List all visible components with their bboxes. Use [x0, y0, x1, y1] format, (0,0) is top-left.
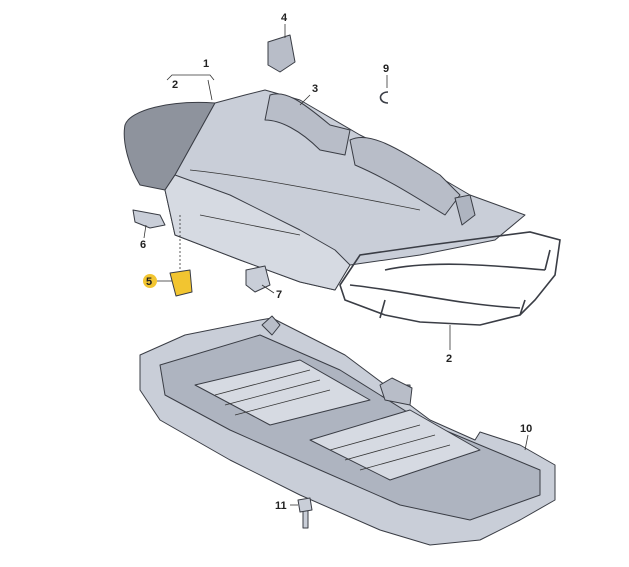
svg-text:1: 1 [203, 58, 209, 70]
callout-4: 4 [281, 12, 288, 38]
svg-text:2: 2 [172, 79, 178, 91]
svg-text:7: 7 [276, 289, 282, 301]
wire-frame [339, 231, 561, 326]
callout-1: 1 [166, 58, 215, 101]
svg-text:6: 6 [140, 239, 146, 251]
part-4-clip [267, 34, 296, 73]
callout-2-bottom: 2 [446, 325, 452, 365]
part-11-bolt [297, 497, 313, 529]
svg-text:2: 2 [446, 353, 452, 365]
part-6-bracket [132, 209, 166, 229]
svg-text:9: 9 [383, 63, 389, 75]
callout-9: 9 [383, 63, 389, 88]
svg-text:11: 11 [275, 500, 287, 512]
callout-10: 10 [520, 423, 532, 451]
callout-2-top: 2 [172, 79, 178, 91]
callout-7: 7 [261, 284, 282, 301]
callout-6: 6 [140, 224, 147, 251]
callout-3: 3 [299, 83, 318, 106]
seat-cushion [123, 89, 526, 291]
part-7-retainer [245, 265, 271, 293]
svg-text:4: 4 [281, 12, 288, 24]
seat-tray [139, 315, 556, 546]
part-9-hook [379, 91, 389, 104]
callout-11: 11 [275, 500, 298, 512]
part-5-clip [169, 269, 193, 297]
svg-text:5: 5 [146, 276, 152, 288]
svg-text:10: 10 [520, 423, 532, 435]
svg-text:3: 3 [312, 83, 318, 95]
callout-5: 5 [143, 274, 172, 288]
